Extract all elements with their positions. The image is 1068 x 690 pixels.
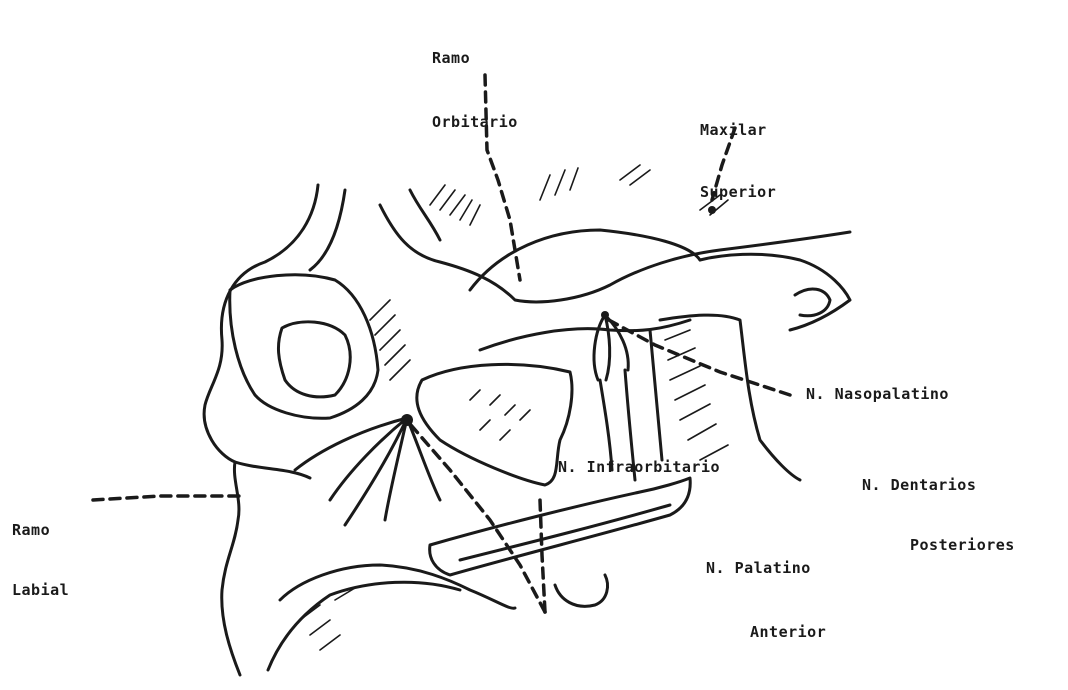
label-infraorbitario: N. Infraorbitario (558, 457, 720, 477)
label-maxilar-superior: Maxilar Superior (700, 80, 840, 222)
label-maxilar-superior-line1: Maxilar (700, 120, 840, 140)
cheek-region (230, 275, 378, 418)
label-maxilar-superior-line2: Superior (700, 182, 840, 202)
inner-structure (278, 322, 350, 397)
process-tip (795, 289, 830, 316)
palate-stripe (460, 505, 670, 560)
nasopalatine-bundle (594, 315, 628, 380)
skull-ridge (470, 230, 700, 290)
hatch-2 (370, 300, 410, 380)
label-dentarios-posteriores: N. Dentarios Posteriores (862, 435, 1062, 575)
label-nasopalatino: N. Nasopalatino (806, 384, 949, 404)
upper-lip (235, 462, 310, 478)
label-palatino-line2: Anterior (706, 622, 886, 642)
hatch-4 (470, 390, 530, 440)
leader-infraorbitario-2 (540, 500, 545, 612)
label-ramo-orbitario: Ramo Orbitario (432, 8, 572, 152)
label-palatino-line1: N. Palatino (706, 558, 886, 578)
label-ramo-orbitario-line1: Ramo (432, 48, 572, 68)
turbinate-middle (417, 364, 572, 485)
label-dentarios-line1: N. Dentarios (862, 475, 1062, 495)
chin (268, 582, 460, 670)
label-ramo-orbitario-line2: Orbitario (432, 112, 572, 132)
label-palatino-anterior: N. Palatino Anterior (706, 518, 886, 662)
maxilla-back (700, 254, 850, 330)
face-outline (204, 185, 318, 675)
label-ramo-labial-line1: Ramo (12, 520, 102, 540)
label-dentarios-line2: Posteriores (862, 535, 1062, 555)
tooth-block (555, 575, 608, 606)
leader-ramo-labial (93, 496, 240, 500)
posterior-wall (650, 330, 662, 460)
hatch-3 (665, 330, 728, 460)
label-ramo-labial-line2: Labial (12, 580, 102, 600)
lower-lip (280, 565, 515, 608)
node-dot (601, 311, 609, 319)
label-ramo-labial: Ramo Labial (12, 480, 102, 620)
